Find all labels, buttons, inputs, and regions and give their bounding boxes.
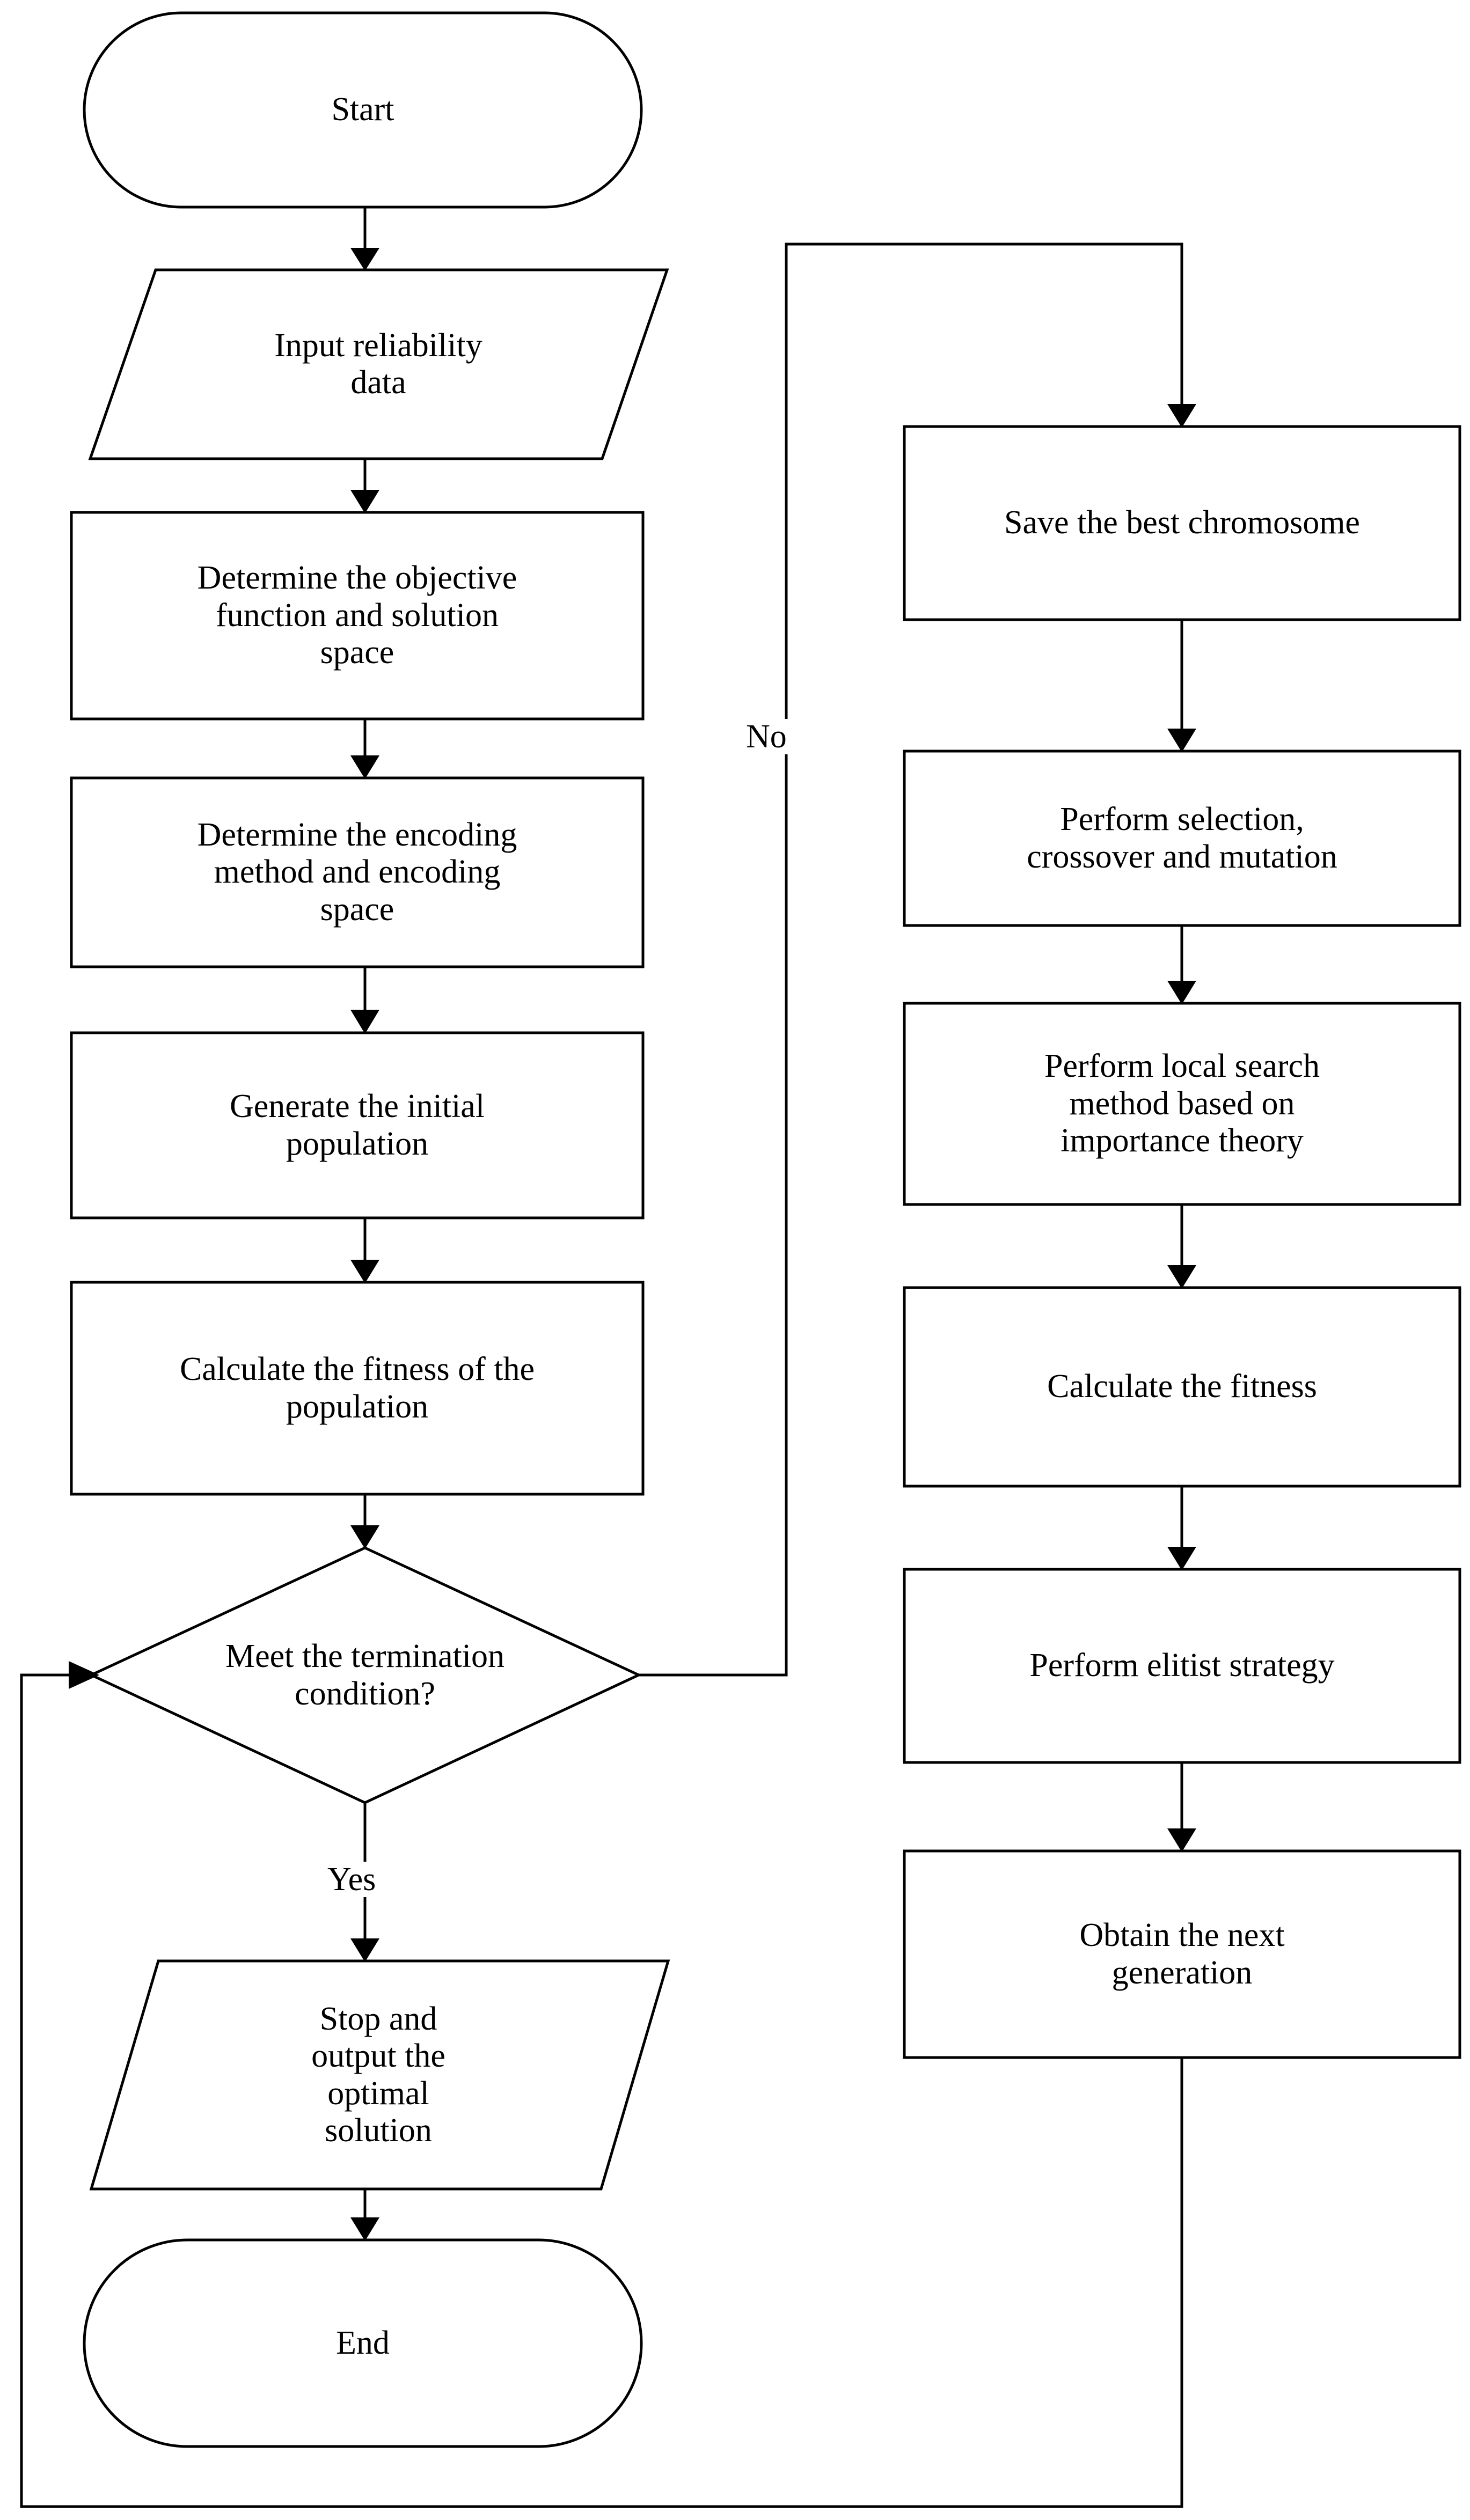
node-end-shape[interactable] [83, 2238, 643, 2448]
node-init-population-shape[interactable] [70, 1031, 645, 1219]
edge-encoding-to-init-population [350, 967, 379, 1034]
edge-objective-to-encoding [350, 719, 379, 779]
node-calc-fitness-pop-shape[interactable] [70, 1281, 645, 1496]
node-encoding-shape[interactable] [70, 776, 645, 968]
edge-calc-fitness-pop-to-termination [350, 1494, 379, 1549]
node-next-gen-shape[interactable] [903, 1849, 1461, 2059]
node-elitist-shape[interactable] [903, 1568, 1461, 1764]
edge-save-best-to-selection [1167, 620, 1196, 752]
edge-local-search-to-calc-fitness [1167, 1204, 1196, 1289]
node-input-data-shape[interactable] [88, 268, 669, 460]
edge-termination-no-to-save-best [639, 243, 1196, 1677]
edge-label-yes: Yes [322, 1862, 382, 1897]
node-objective-shape[interactable] [70, 511, 645, 721]
node-termination-shape[interactable] [88, 1546, 642, 1804]
edge-init-population-to-calc-fitness-pop [350, 1218, 379, 1283]
edge-label-no: No [741, 719, 792, 754]
node-local-search-shape[interactable] [903, 1002, 1461, 1206]
node-calc-fitness-shape[interactable] [903, 1286, 1461, 1488]
edge-calc-fitness-to-elitist [1167, 1486, 1196, 1570]
edge-start-to-input-data [350, 207, 379, 271]
edge-elitist-to-next-gen [1167, 1762, 1196, 1852]
node-save-best-shape[interactable] [903, 425, 1461, 621]
node-selection-shape[interactable] [903, 750, 1461, 927]
edge-input-data-to-objective [350, 459, 379, 513]
node-stop-output-shape[interactable] [89, 1959, 670, 2191]
edge-next-gen-to-termination [20, 1661, 1183, 2508]
edge-selection-to-local-search [1167, 925, 1196, 1004]
edge-stop-output-to-end [350, 2189, 379, 2241]
node-start-shape[interactable] [83, 11, 643, 209]
